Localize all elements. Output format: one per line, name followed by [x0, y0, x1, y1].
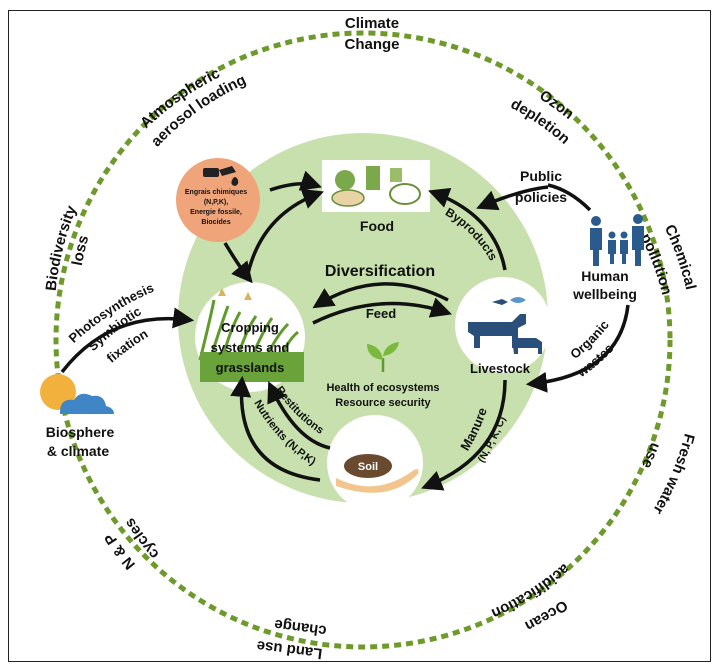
soil-label: Soil: [358, 461, 378, 473]
cropping-to-food-arrow: [245, 188, 324, 279]
flow-arrows: [60, 170, 630, 491]
photosynthesis-arrow: [60, 307, 195, 374]
public-policies-label-1: Public: [520, 168, 562, 184]
manure-arrow: [421, 379, 507, 491]
figure-frame: [8, 10, 711, 662]
sprout-icon: [367, 342, 399, 372]
livestock-icon: [468, 297, 542, 354]
fertilizer-to-food-arrow: [269, 170, 322, 192]
livestock-to-food-arrow: [428, 187, 507, 271]
public-policies-label-2: policies: [515, 189, 567, 205]
health-label: Health of ecosystems: [326, 382, 439, 394]
fuel-pump-icon: [203, 166, 239, 186]
fertilizer-label-4: Biocides: [201, 219, 230, 226]
sun-cloud-icon: [40, 374, 114, 414]
landuse-label-2: change: [273, 616, 327, 640]
human-label-1: Human: [581, 268, 628, 284]
feed-arrow: [312, 297, 452, 325]
grass-icon: [198, 288, 304, 382]
soil-hand-icon: [336, 454, 419, 493]
livestock-label: Livestock: [470, 361, 531, 376]
climate-change-label-1: Climate: [345, 15, 399, 32]
biosphere-label-1: Biosphere: [46, 424, 115, 440]
food-label: Food: [360, 218, 394, 234]
fertilizer-label-3: Energie fossile,: [190, 209, 242, 216]
fertilizer-label-2: (N,P,K),: [204, 199, 228, 206]
climate-change-label-2: Change: [344, 36, 399, 53]
diversification-label: Diversification: [325, 263, 435, 280]
policies-to-food-arrow: [476, 185, 549, 211]
planetary-boundary-ring: [53, 30, 673, 650]
fertilizer-label-1: Engrais chimiques: [185, 189, 247, 196]
family-icon: [590, 214, 644, 266]
fertilizer-disc: [176, 158, 260, 242]
diversification-arrow: [312, 282, 449, 309]
nutrients-arrow: [230, 375, 321, 482]
biodiversity-label-2: loss: [69, 234, 92, 267]
cropping-label-2: systems and: [211, 340, 290, 355]
cropping-label-3: grasslands: [216, 360, 285, 375]
organic-wastes-arrow: [525, 304, 630, 393]
food-icon: [322, 160, 430, 212]
biosphere-label-2: & climate: [47, 443, 109, 459]
policies-from-human-line: [547, 183, 592, 212]
restitutions-arrow: [267, 381, 331, 450]
human-label-2: wellbeing: [572, 286, 637, 302]
freshwater-label-2: use: [638, 440, 664, 471]
feed-label: Feed: [366, 306, 396, 321]
cropping-label-1: Cropping: [221, 320, 279, 335]
resource-label: Resource security: [335, 397, 431, 409]
